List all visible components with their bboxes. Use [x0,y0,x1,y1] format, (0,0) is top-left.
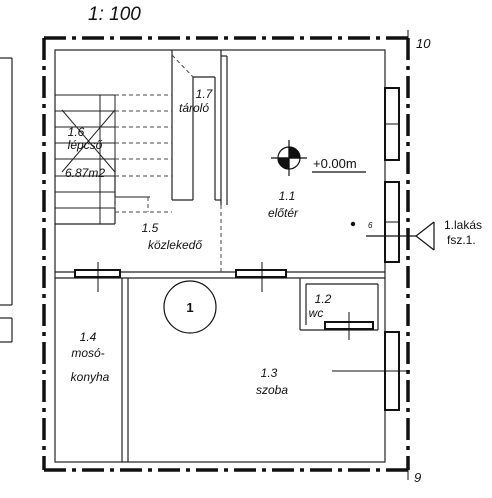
small-mark-label: 6 [368,221,373,230]
svg-text:szoba: szoba [256,383,288,397]
room-hall: 1.1 előtér [268,189,299,220]
svg-text:6.87m2: 6.87m2 [65,166,105,180]
svg-text:1.3: 1.3 [261,366,278,380]
svg-text:1.5: 1.5 [142,221,159,235]
svg-text:mosó-: mosó- [71,346,104,360]
svg-text:wc: wc [309,306,324,320]
svg-text:1.4: 1.4 [80,330,97,344]
point-marker-icon [350,221,356,227]
svg-text:előtér: előtér [268,206,299,220]
room-storage: 1.7 tároló [179,87,214,115]
circle-marker: 1 [163,280,217,334]
interior-walls [54,49,386,463]
svg-text:lépcső: lépcső [68,138,103,152]
svg-text:1.7: 1.7 [196,87,214,101]
room-stairs: 1.6 lépcső 6.87m2 [65,125,105,180]
elevation-label: +0.00m [313,156,357,171]
doors [74,262,374,340]
svg-text:közlekedő: közlekedő [148,238,202,252]
axis-label-bottom: 9 [414,470,421,485]
svg-text:1.6: 1.6 [68,125,85,139]
boundary-line [42,36,410,472]
room-corridor: 1.5 közlekedő [142,221,203,252]
adjacent-building-wall [0,57,13,343]
room-laundry: 1.4 mosó- konyha [71,330,110,384]
windows [332,87,410,411]
entrance-label-line2: fsz.1. [447,233,476,247]
room-wc: 1.2 wc [309,292,332,320]
axis-label-top: 10 [416,36,431,51]
scale-label: 1: 100 [88,4,141,25]
svg-text:konyha: konyha [71,370,110,384]
svg-text:1.1: 1.1 [279,189,296,203]
room-room: 1.3 szoba [256,366,288,397]
svg-text:tároló: tároló [179,101,209,115]
dashed-overhead-lines [114,54,222,272]
entrance-label-line1: 1.lakás [444,218,482,232]
staircase [55,94,150,224]
svg-text:1.2: 1.2 [315,292,332,306]
elevation-marker-icon [271,140,366,176]
entrance-arrow [366,221,435,251]
circle-marker-label: 1 [186,300,193,315]
